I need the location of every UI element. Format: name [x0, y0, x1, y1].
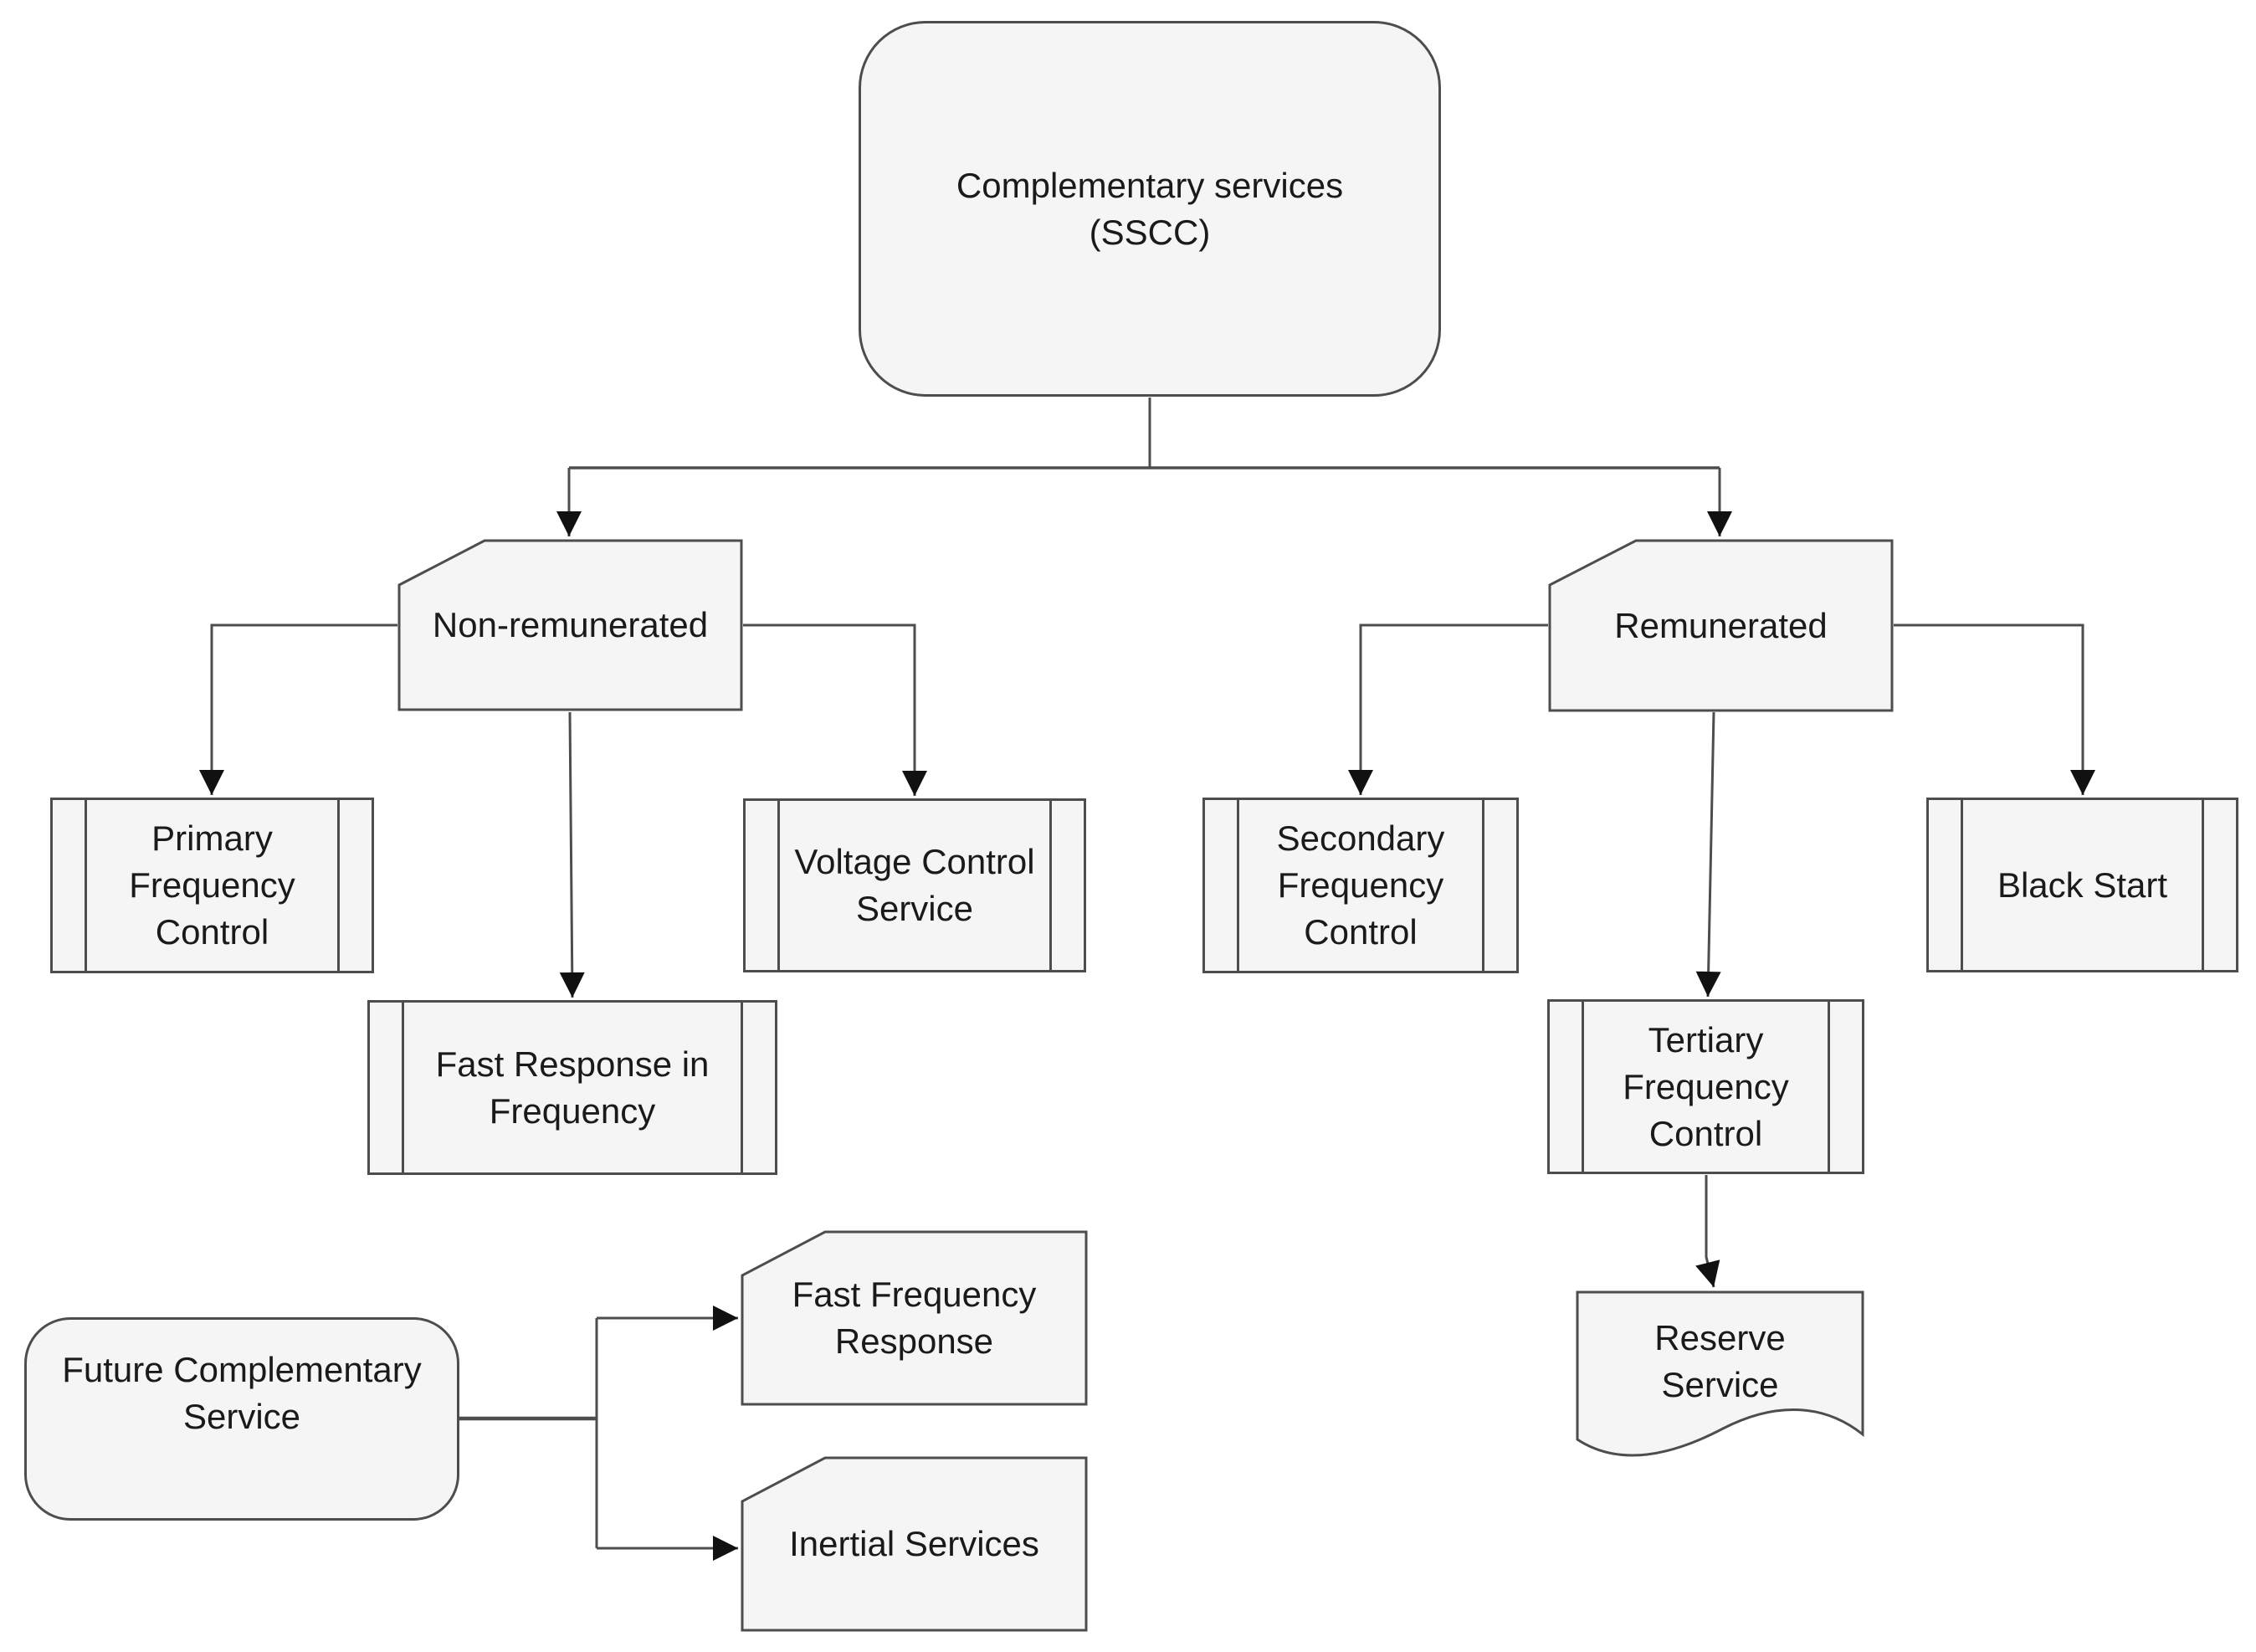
process-bar-right — [2202, 800, 2204, 970]
process-bar-left — [1961, 800, 1963, 970]
process-bar-right — [1828, 1002, 1830, 1172]
process-bar-right — [337, 800, 340, 971]
node-primary-frequency-control-label: Primary Frequency Control — [129, 818, 295, 952]
node-tertiary-frequency-control-label: Tertiary Frequency Control — [1623, 1019, 1789, 1153]
process-bar-left — [1237, 800, 1239, 971]
connector-remunerated-secondary — [1348, 623, 1548, 795]
node-fast-frequency-response-label: Fast Frequency Response — [792, 1275, 1037, 1361]
node-secondary-frequency-control: Secondary Frequency Control — [1202, 798, 1519, 973]
card-shape — [397, 539, 743, 711]
connector-tertiary-reserve — [1695, 1175, 1720, 1288]
node-fast-response-in-frequency: Fast Response in Frequency — [367, 1000, 777, 1175]
process-bar-left — [85, 800, 87, 971]
node-complementary-services: Complementary services (SSCC) — [859, 21, 1441, 397]
node-remunerated-label: Remunerated — [1614, 605, 1828, 645]
node-secondary-frequency-control-label: Secondary Frequency Control — [1276, 818, 1445, 952]
node-primary-frequency-control: Primary Frequency Control — [50, 798, 374, 973]
node-inertial-services-label: Inertial Services — [789, 1524, 1039, 1563]
node-voltage-control-service-label: Voltage Control Service — [794, 842, 1035, 928]
node-reserve-service-label: Reserve Service — [1654, 1317, 1786, 1404]
node-voltage-control-service: Voltage Control Service — [743, 798, 1086, 972]
node-tertiary-frequency-control: Tertiary Frequency Control — [1547, 999, 1864, 1174]
card-shape — [1548, 539, 1894, 712]
document-shape — [1576, 1290, 1864, 1457]
connector-remunerated-blackstart — [1894, 623, 2095, 795]
card-shape — [741, 1456, 1088, 1632]
node-complementary-services-label: Complementary services (SSCC) — [956, 165, 1344, 252]
node-non-remunerated: Non-remunerated — [397, 539, 743, 711]
node-inertial-services: Inertial Services — [741, 1456, 1088, 1632]
connector-nonremunerated-fastresponse — [559, 711, 585, 998]
process-bar-left — [777, 801, 780, 970]
process-bar-left — [402, 1003, 404, 1172]
node-fast-frequency-response: Fast Frequency Response — [741, 1230, 1088, 1406]
node-future-complementary-service: Future Complementary Service — [24, 1317, 459, 1521]
connector-nonremunerated-voltage — [743, 623, 927, 796]
node-black-start-label: Black Start — [1997, 864, 2168, 905]
node-non-remunerated-label: Non-remunerated — [432, 605, 709, 644]
process-bar-right — [1049, 801, 1052, 970]
connector-remunerated-tertiary — [1695, 711, 1721, 998]
node-reserve-service: Reserve Service — [1576, 1290, 1864, 1470]
node-fast-response-in-frequency-label: Fast Response in Frequency — [435, 1044, 710, 1131]
process-bar-right — [741, 1003, 743, 1172]
node-remunerated: Remunerated — [1548, 539, 1894, 712]
node-future-complementary-service-label: Future Complementary Service — [62, 1349, 422, 1436]
node-black-start: Black Start — [1926, 798, 2238, 972]
connector-nonremunerated-primary — [199, 623, 397, 795]
process-bar-left — [1582, 1002, 1584, 1172]
process-bar-right — [1482, 800, 1484, 971]
card-shape — [741, 1230, 1088, 1406]
